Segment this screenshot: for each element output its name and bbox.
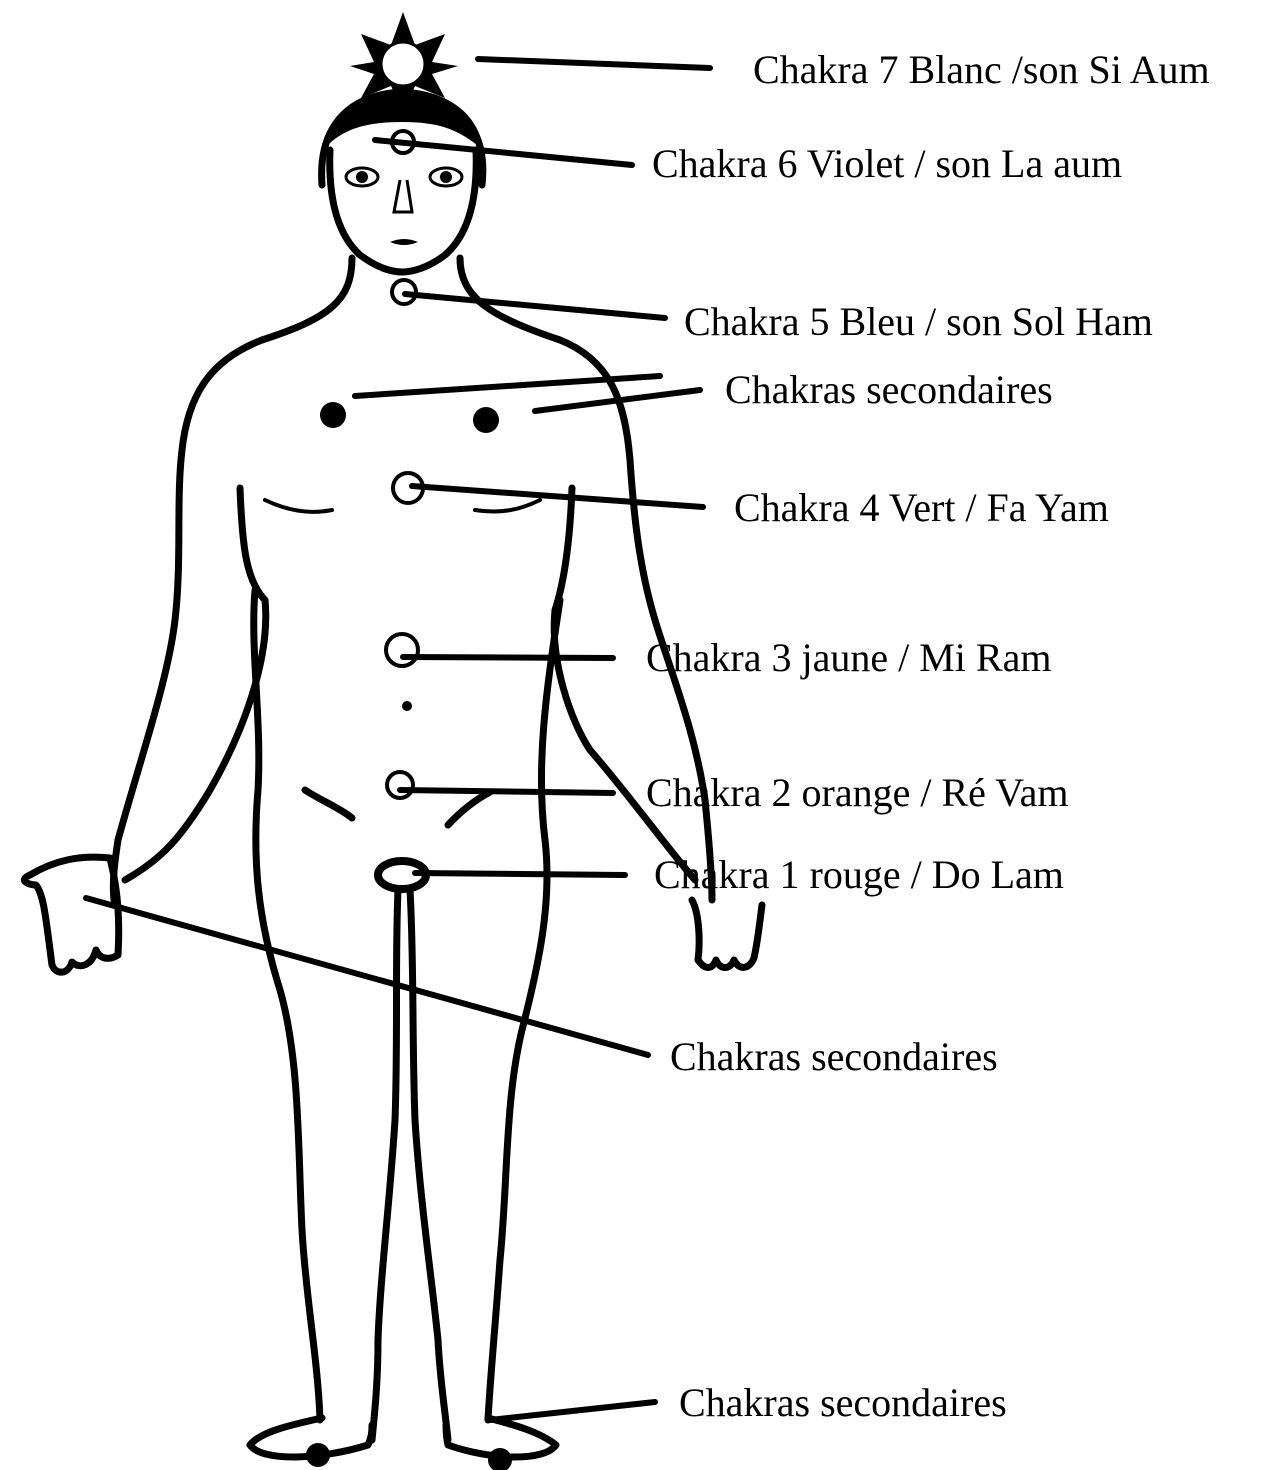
secondary-chest-dot-left	[320, 402, 346, 428]
secondary-chest-label: Chakras secondaires	[725, 370, 1053, 410]
chakra6-label: Chakra 6 Violet / son La aum	[652, 144, 1122, 184]
secondary-chest-dot-right	[473, 407, 499, 433]
chakra3-label: Chakra 3 jaune / Mi Ram	[646, 638, 1051, 678]
chakra3-ring	[386, 634, 418, 666]
chakra4-label: Chakra 4 Vert / Fa Yam	[734, 488, 1109, 528]
chakra1-label: Chakra 1 rouge / Do Lam	[654, 855, 1064, 895]
leader-lines	[86, 59, 710, 1420]
chakra2-label: Chakra 2 orange / Ré Vam	[646, 773, 1068, 813]
chakra7-label: Chakra 7 Blanc /son Si Aum	[753, 50, 1210, 90]
chakra2-ring	[387, 772, 413, 798]
secondary-foot-dot-right	[488, 1448, 512, 1470]
secondary-foot-dot-left	[306, 1443, 330, 1467]
secondary-feet-label: Chakras secondaires	[679, 1383, 1007, 1423]
secondary-hands-label: Chakras secondaires	[670, 1037, 998, 1077]
navel-dot	[402, 701, 412, 711]
chakra5-label: Chakra 5 Bleu / son Sol Ham	[684, 302, 1153, 342]
